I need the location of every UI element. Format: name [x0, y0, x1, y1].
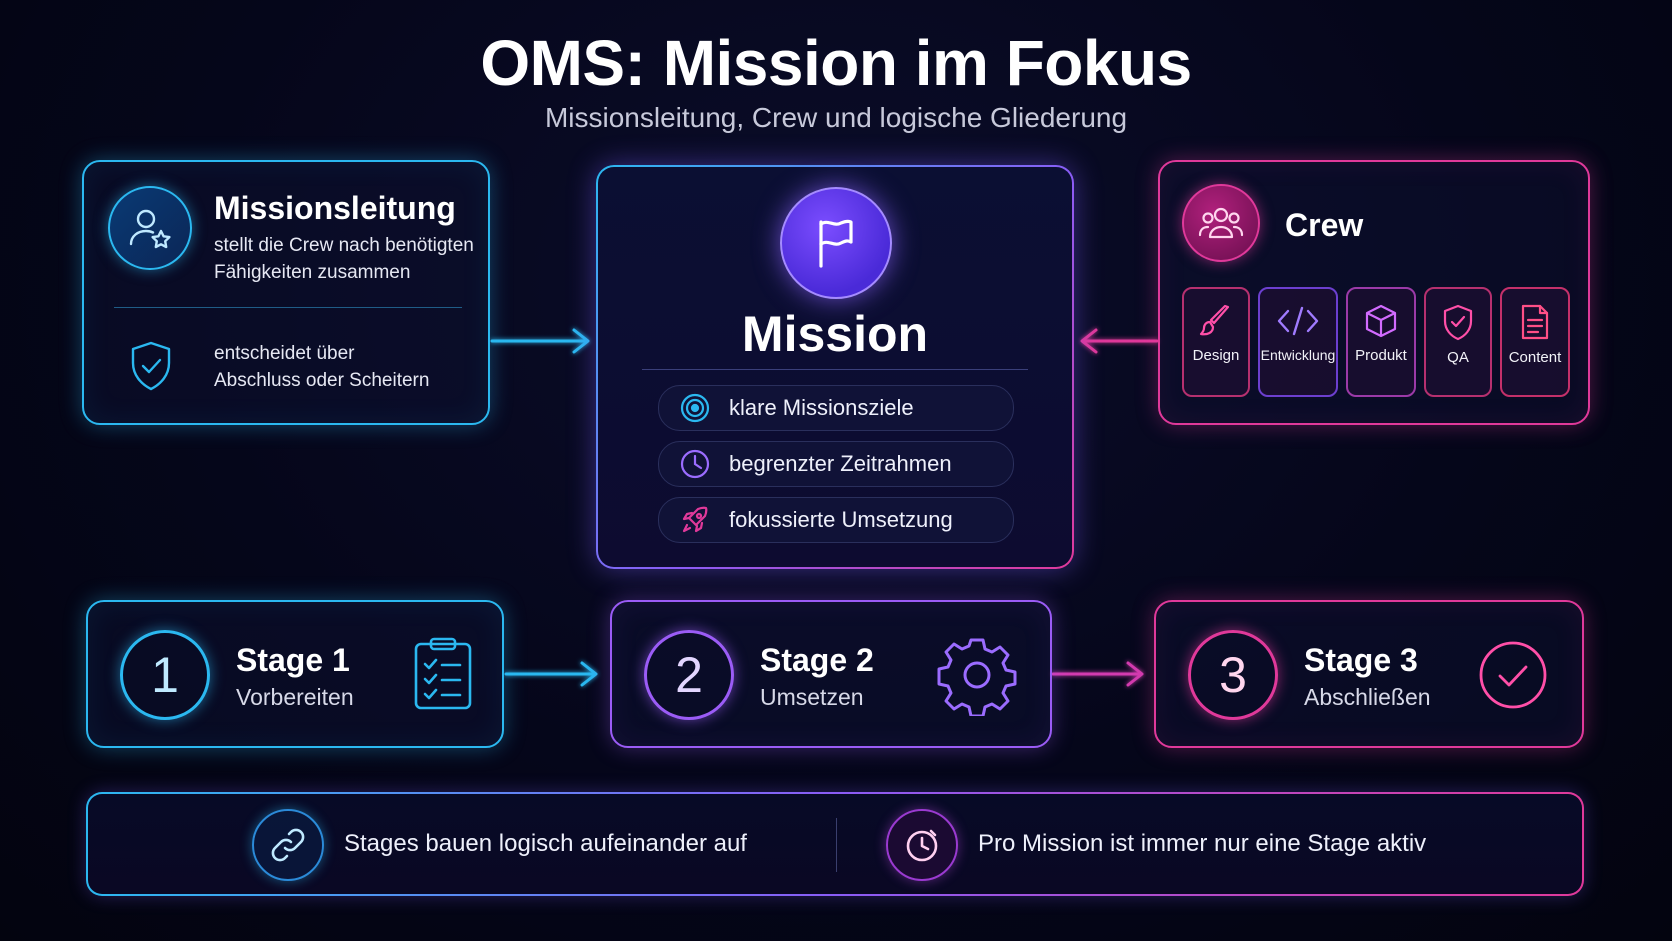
- mission-point-label: begrenzter Zeitrahmen: [729, 451, 952, 476]
- crew-card: Crew Design Entwicklung Produkt: [1158, 160, 1590, 425]
- skill-development: Entwicklung: [1258, 287, 1338, 397]
- skill-content: Content: [1500, 287, 1570, 397]
- skill-label: Entwicklung: [1260, 347, 1336, 363]
- footer-bar: Stages bauen logisch aufeinander auf Pro…: [86, 792, 1584, 896]
- mission-point-label: klare Missionsziele: [729, 395, 914, 420]
- code-icon: [1276, 303, 1320, 339]
- page-subtitle: Missionsleitung, Crew und logische Glied…: [544, 102, 1128, 133]
- stage-title: Stage 3: [1304, 642, 1418, 678]
- skill-label: Design: [1192, 347, 1240, 364]
- skill-label: QA: [1447, 349, 1469, 366]
- brush-icon: [1198, 303, 1234, 339]
- clipboard-checklist-icon: [412, 636, 474, 717]
- lead-text-line2: Fähigkeiten zusammen: [214, 262, 411, 283]
- lead-title: Missionsleitung: [214, 190, 456, 226]
- lead-card: Missionsleitung stellt die Crew nach ben…: [82, 160, 490, 425]
- skill-qa: QA: [1424, 287, 1492, 397]
- team-icon: [1182, 184, 1260, 262]
- footer-left-text: Stages bauen logisch aufeinander auf: [344, 830, 747, 857]
- stage-subtitle: Umsetzen: [760, 684, 864, 710]
- gear-icon: [936, 634, 1018, 721]
- mission-card: Mission klare Missionsziele begrenzter Z…: [596, 165, 1074, 569]
- footer-right-text: Pro Mission ist immer nur eine Stage akt…: [978, 830, 1427, 857]
- stage-card-3: 3 Stage 3 Abschließen: [1154, 600, 1584, 748]
- shield-check-icon: [1441, 303, 1475, 341]
- mission-point-timeframe: begrenzter Zeitrahmen: [658, 441, 1014, 487]
- stage-number: 2: [644, 630, 734, 720]
- stage-card-1: 1 Stage 1 Vorbereiten: [86, 600, 504, 748]
- stage-card-2: 2 Stage 2 Umsetzen: [610, 600, 1052, 748]
- target-icon: [679, 392, 711, 424]
- stage-subtitle: Vorbereiten: [236, 684, 354, 710]
- skill-product: Produkt: [1346, 287, 1416, 397]
- crew-title: Crew: [1285, 207, 1364, 243]
- mission-divider: [642, 369, 1028, 370]
- cube-icon: [1363, 303, 1399, 339]
- arrow-lead-to-mission: [490, 328, 590, 354]
- stage-title: Stage 2: [760, 642, 874, 678]
- check-circle-icon: [1478, 640, 1548, 715]
- link-icon: [252, 809, 324, 881]
- lead-divider: [114, 307, 462, 308]
- lead-text-line1: stellt die Crew nach benötigten: [214, 235, 474, 256]
- shield-check-icon: [128, 340, 174, 397]
- clock-icon: [886, 809, 958, 881]
- page-title: OMS: Mission im Fokus: [480, 27, 1192, 99]
- stage-title: Stage 1: [236, 642, 350, 678]
- footer-divider: [836, 818, 837, 872]
- mission-point-focus: fokussierte Umsetzung: [658, 497, 1014, 543]
- rocket-icon: [679, 504, 711, 536]
- clock-icon: [679, 448, 711, 480]
- arrow-crew-to-mission: [1080, 328, 1159, 354]
- stage-number: 3: [1188, 630, 1278, 720]
- flag-icon: [780, 187, 892, 299]
- user-star-icon: [108, 186, 192, 270]
- mission-title: Mission: [741, 306, 929, 362]
- arrow-stage1-to-stage2: [504, 661, 598, 687]
- lead-decide-line2: Abschluss oder Scheitern: [214, 370, 430, 391]
- arrow-stage2-to-stage3: [1051, 661, 1144, 687]
- mission-point-label: fokussierte Umsetzung: [729, 507, 953, 532]
- document-icon: [1519, 303, 1551, 341]
- stage-subtitle: Abschließen: [1304, 684, 1431, 710]
- stage-number: 1: [120, 630, 210, 720]
- mission-point-goals: klare Missionsziele: [658, 385, 1014, 431]
- skill-label: Content: [1508, 349, 1562, 366]
- skill-design: Design: [1182, 287, 1250, 397]
- skill-label: Produkt: [1355, 347, 1407, 364]
- lead-decide-line1: entscheidet über: [214, 343, 355, 364]
